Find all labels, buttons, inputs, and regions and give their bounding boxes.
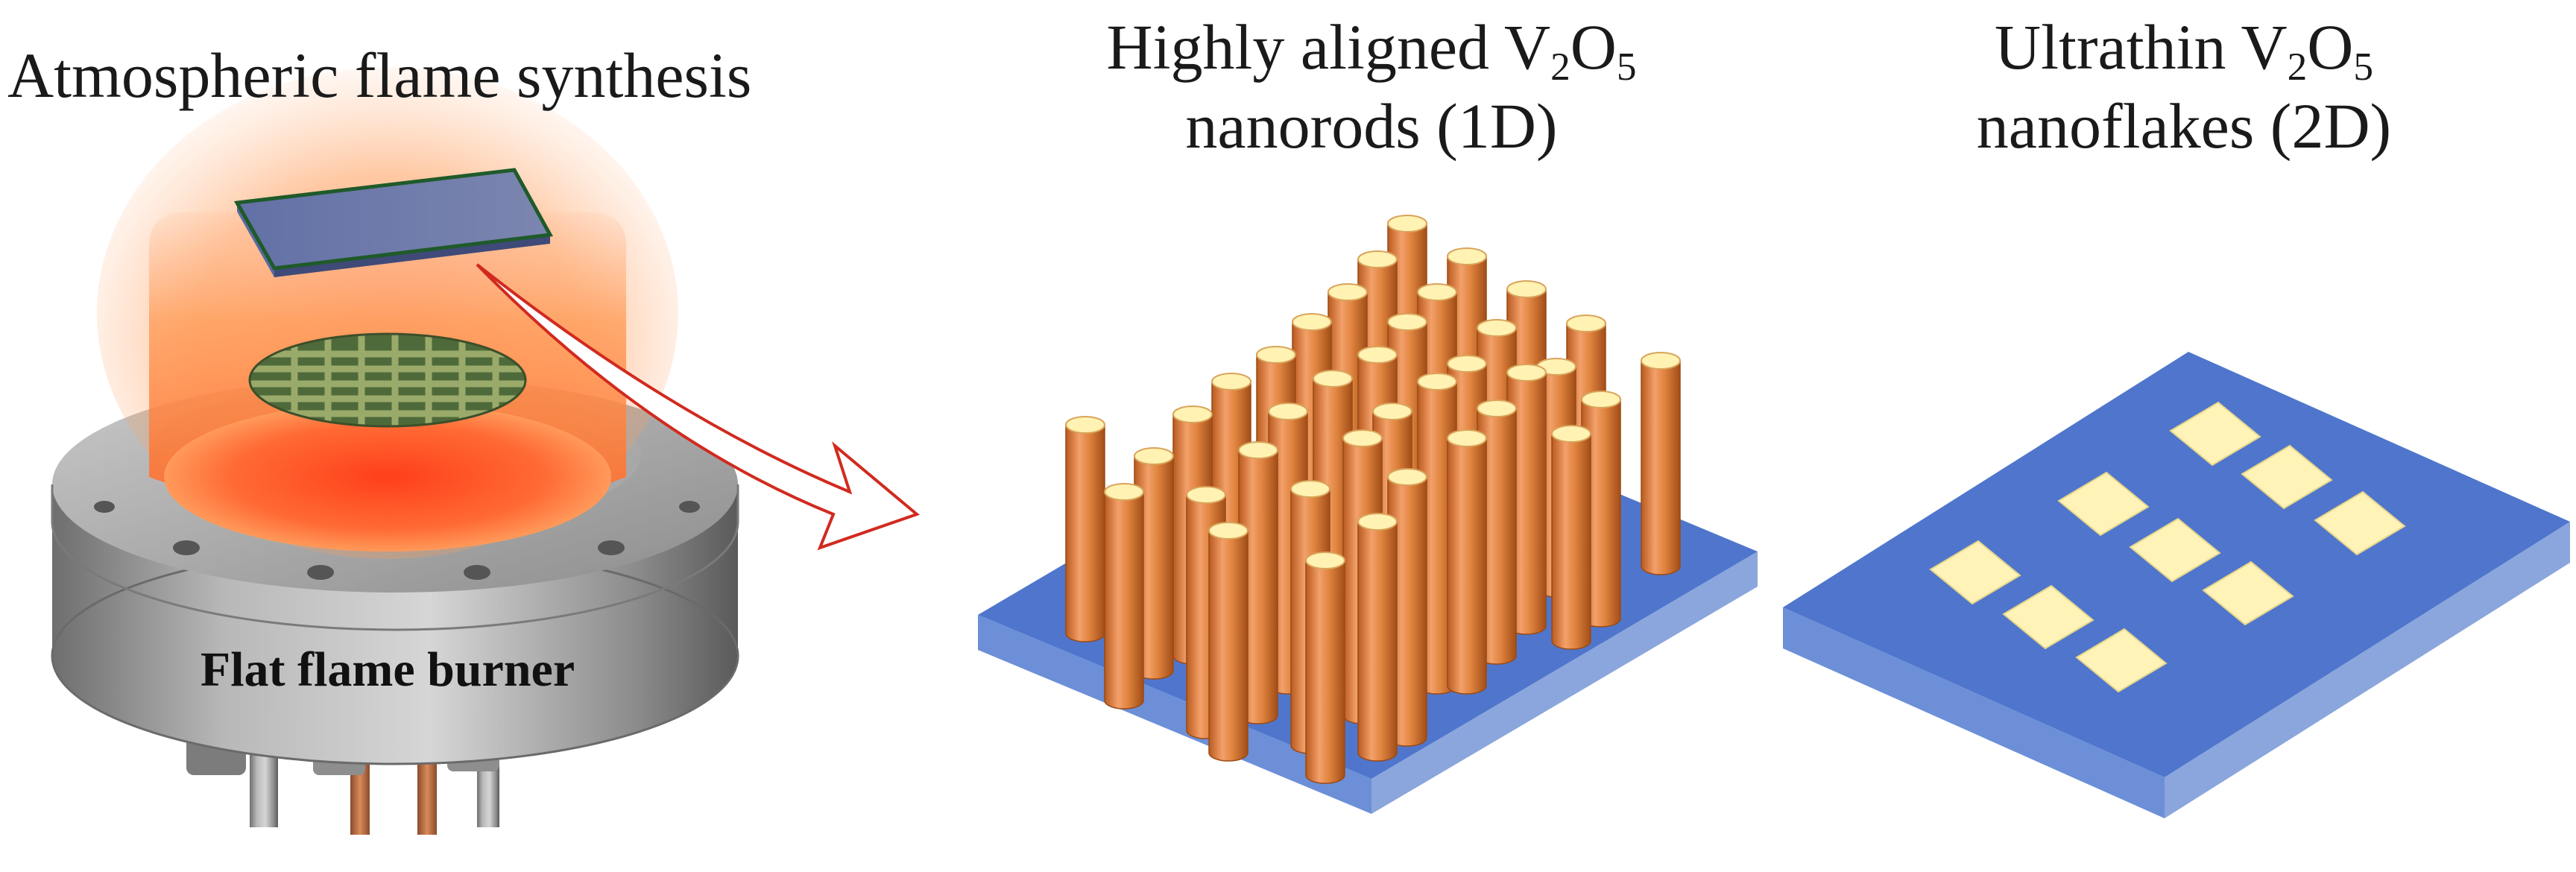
curved-arrow-icon — [476, 263, 920, 551]
caption-nanorods-line2: nanorods (1D) — [1185, 90, 1558, 162]
nanorod — [1357, 513, 1398, 762]
nanoflake — [2002, 584, 2094, 650]
caption-nanoflakes-sub1: 2 — [2287, 43, 2308, 89]
nanoflake — [1929, 540, 2021, 605]
nanoflake — [2314, 490, 2406, 556]
nanoflake — [2202, 560, 2294, 626]
caption-nanorods-sub2: 5 — [1616, 43, 1637, 89]
caption-synthesis-text: Atmospheric flame synthesis — [7, 40, 752, 111]
caption-nanoflakes-sub2: 5 — [2353, 43, 2373, 89]
nanorod — [1641, 352, 1681, 575]
nanorods-group — [1065, 215, 1681, 784]
nanoflake — [2057, 471, 2150, 537]
nanorod — [1208, 522, 1248, 762]
nanoflake — [2241, 444, 2333, 510]
nanorod — [1447, 429, 1487, 695]
caption-nanoflakes-line1: Ultrathin V2O5 — [1893, 10, 2475, 89]
nanorod — [1506, 364, 1547, 635]
caption-nanoflakes-mid: O — [2307, 11, 2354, 83]
nanorod — [1065, 416, 1105, 642]
burner-label: Flat flame burner — [201, 642, 575, 697]
caption-nanoflakes-line2: nanoflakes (2D) — [1976, 90, 2392, 162]
caption-nanorods-mid: O — [1570, 11, 1617, 83]
nanoflake — [2129, 517, 2221, 583]
caption-nanoflakes-prefix: Ultrathin V — [1995, 11, 2288, 83]
nanoflakes-group — [1929, 401, 2406, 693]
substrate-plate-icon — [233, 168, 553, 277]
nanorod — [1417, 373, 1457, 695]
nanoflake — [2075, 628, 2168, 693]
mesh-grid-icon — [248, 332, 527, 428]
flame-glow-icon — [97, 67, 678, 559]
caption-synthesis: Atmospheric flame synthesis — [7, 39, 805, 113]
caption-nanorods-sub1: 2 — [1550, 43, 1570, 89]
nanorod — [1551, 425, 1591, 650]
nanoflakes-substrate — [1783, 352, 2570, 818]
nanorod — [1387, 468, 1427, 747]
caption-nanoflakes: Ultrathin V2O5 nanoflakes (2D) — [1893, 10, 2475, 163]
nanoflake — [2169, 401, 2261, 467]
caption-nanorods-line1: Highly aligned V2O5 — [1014, 10, 1729, 89]
nanorod — [1104, 483, 1144, 710]
caption-nanorods: Highly aligned V2O5 nanorods (1D) — [1014, 10, 1729, 163]
nanorod — [1305, 552, 1345, 784]
caption-nanorods-prefix: Highly aligned V — [1106, 11, 1551, 83]
